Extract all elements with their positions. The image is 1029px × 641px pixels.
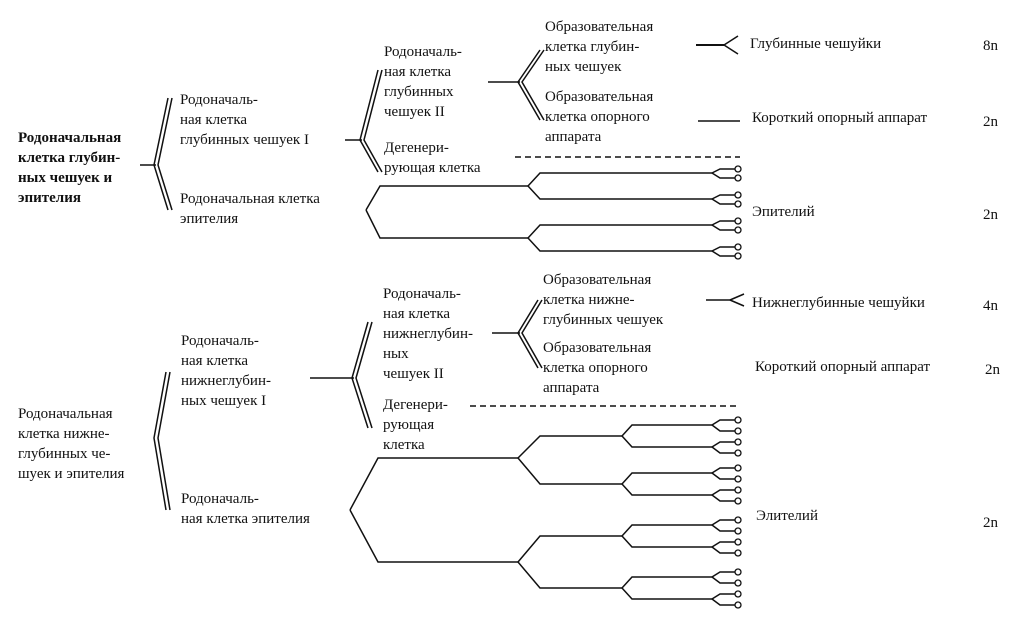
lower-degen-label: Дегенери- рующая клетка bbox=[383, 397, 448, 453]
lower-out-support-ploidy: 2n bbox=[985, 362, 1000, 378]
upper-out-scales-ploidy: 8n bbox=[983, 38, 998, 54]
lower-epi-stem-label: Родоначаль- ная клетка эпителия bbox=[181, 491, 310, 527]
upper-root-label: Родоначальная клетка глубин- ных чешуек … bbox=[18, 130, 122, 206]
upper-out-epi: Эпителий bbox=[752, 204, 815, 220]
lower-epithelium-tree bbox=[349, 419, 735, 606]
upper-epi-stem-label: Родоначальная клетка эпителия bbox=[180, 191, 320, 227]
upper-degen-label: Дегенери- рующая клетка bbox=[384, 140, 481, 176]
lower-out-epi-ploidy: 2n bbox=[983, 515, 998, 531]
upper-stem2-label: Родоначаль- ная клетка глубинных чешуек … bbox=[384, 44, 462, 120]
upper-out-epi-ploidy: 2n bbox=[983, 207, 998, 223]
upper-form-scales-label: Образовательная клетка глубин- ных чешуе… bbox=[545, 19, 654, 75]
lower-form-support-label: Образовательная клетка опорного аппарата bbox=[543, 340, 652, 396]
lower-out-scales-ploidy: 4n bbox=[983, 298, 998, 314]
upper-form-support-label: Образовательная клетка опорного аппарата bbox=[545, 89, 654, 145]
terminal-cells bbox=[734, 165, 742, 609]
upper-out-support: Короткий опорный аппарат bbox=[752, 110, 928, 126]
lower-out-support: Короткий опорный аппарат bbox=[755, 359, 931, 375]
lower-stem1-bracket bbox=[351, 321, 369, 429]
upper-out-support-ploidy: 2n bbox=[983, 114, 998, 130]
lower-stem1-label: Родоначаль- ная клетка нижнеглубин- ных … bbox=[181, 333, 271, 409]
lower-root-label: Родоначальная клетка нижне- глубинных че… bbox=[18, 406, 125, 482]
upper-stem1-label: Родоначаль- ная клетка глубинных чешуек … bbox=[180, 92, 309, 148]
lower-out-scales: Нижнеглубинные чешуйки bbox=[752, 295, 925, 311]
lower-root-bracket bbox=[153, 371, 167, 511]
lower-form-scales-label: Образовательная клетка нижне- глубинных … bbox=[543, 272, 664, 328]
lower-out-epi: Элителий bbox=[756, 508, 818, 524]
upper-out-scales: Глубинные чешуйки bbox=[750, 36, 882, 52]
lower-stem2-label: Родоначаль- ная клетка нижнеглубин- ных … bbox=[383, 286, 473, 382]
upper-epithelium-tree bbox=[365, 168, 735, 257]
